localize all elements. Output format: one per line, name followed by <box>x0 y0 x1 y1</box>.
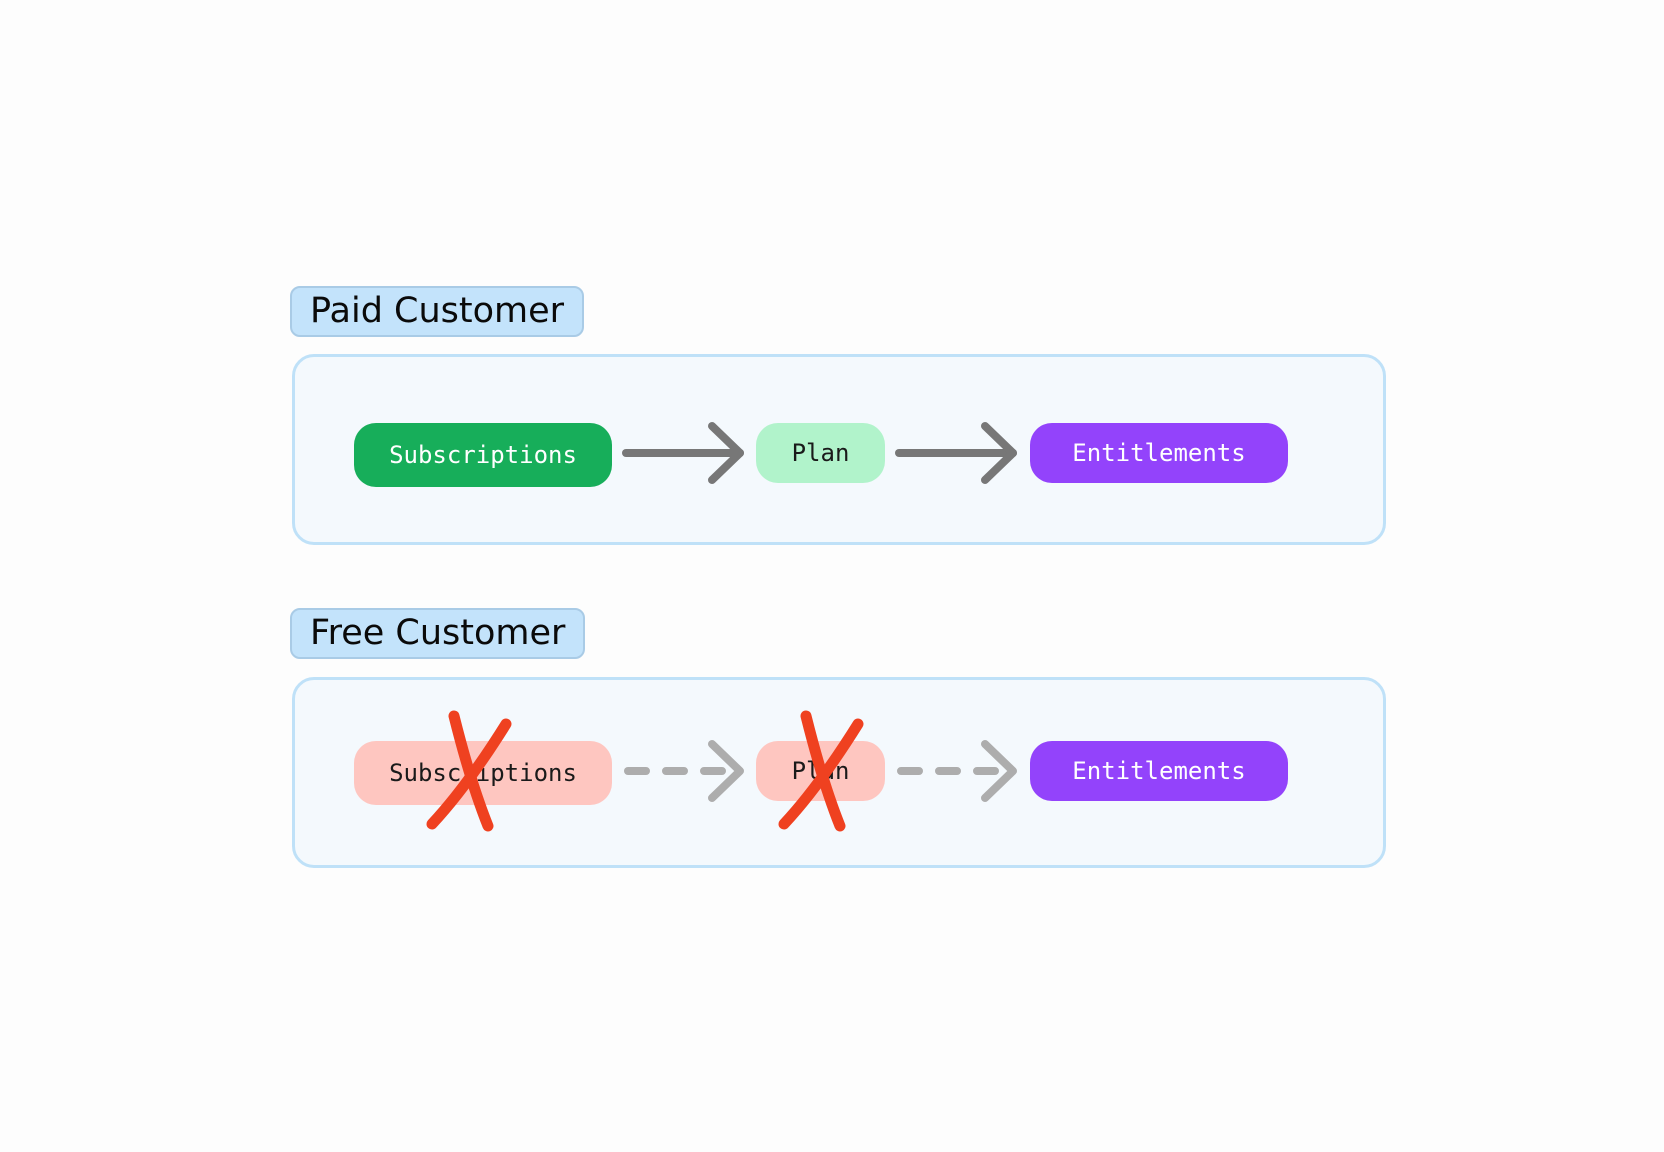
arrow-head <box>708 422 744 484</box>
paid-arrow-plan-to-entitlements <box>895 422 1017 484</box>
free-arrow-plan-to-entitlements <box>897 740 1017 802</box>
free-arrow-subscriptions-to-plan <box>624 740 744 802</box>
paid-subscriptions-node: Subscriptions <box>354 423 612 487</box>
plan-cross-mark-icon <box>778 710 864 832</box>
arrow-head <box>981 422 1017 484</box>
free-customer-label: Free Customer <box>290 608 586 659</box>
paid-arrow-subscriptions-to-plan <box>622 422 744 484</box>
arrow-head <box>708 740 744 802</box>
paid-entitlements-node: Entitlements <box>1030 423 1288 483</box>
paid-customer-label: Paid Customer <box>290 286 585 337</box>
free-entitlements-node: Entitlements <box>1030 741 1288 801</box>
paid-plan-node: Plan <box>756 423 885 483</box>
arrow-head <box>981 740 1017 802</box>
subscriptions-cross-mark-icon <box>426 710 512 832</box>
